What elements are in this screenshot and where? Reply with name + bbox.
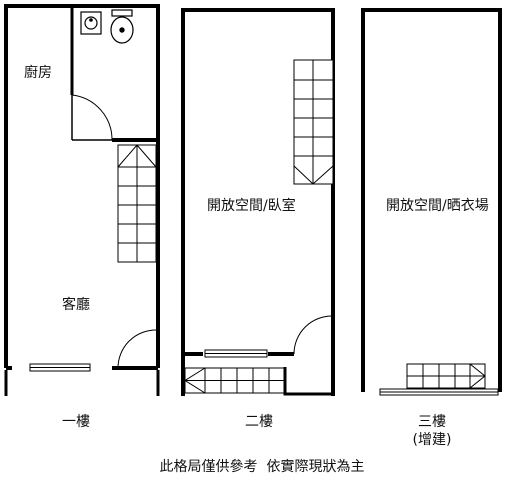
floor-3-window [379, 388, 499, 396]
floor-2-lower-staircase [184, 367, 286, 394]
floor-2-walls [181, 8, 335, 396]
bathroom-door [71, 94, 113, 141]
floor-1-staircase [117, 144, 157, 263]
floor-3-plan [361, 8, 502, 396]
floor-3-staircase [406, 363, 486, 389]
floor-caption-2f: 二樓 [245, 414, 273, 430]
floor-1-front-window [29, 363, 91, 372]
floor-2-plan [181, 8, 335, 396]
floor-2-upper-staircase [293, 59, 334, 185]
floor-1-plan [4, 4, 160, 396]
room-label-living-room: 客廳 [62, 297, 90, 313]
floor-3-walls [361, 8, 502, 392]
disclaimer-text: 此格局僅供參考 依實際現狀為主 [159, 459, 365, 475]
toilet-icon [110, 9, 134, 44]
floor-caption-1f: 一樓 [62, 414, 90, 430]
floor-caption-3f: 三樓 [418, 414, 446, 430]
room-label-kitchen: 廚房 [24, 65, 52, 81]
floor-2-stair-enclosure [283, 367, 333, 396]
floor-2-balcony-door [293, 315, 334, 355]
floor-1-walls [4, 4, 160, 368]
sink-icon [80, 11, 102, 35]
room-label-open-space-bedroom: 開放空間/臥室 [207, 198, 296, 214]
floor-1-sidewalk-edge [4, 370, 160, 396]
floor-2-window [204, 349, 268, 358]
floor-1-front-door [112, 329, 158, 369]
room-label-open-space-laundry: 開放空間/晒衣場 [386, 198, 489, 214]
floor-note-3f: (增建) [412, 432, 452, 448]
